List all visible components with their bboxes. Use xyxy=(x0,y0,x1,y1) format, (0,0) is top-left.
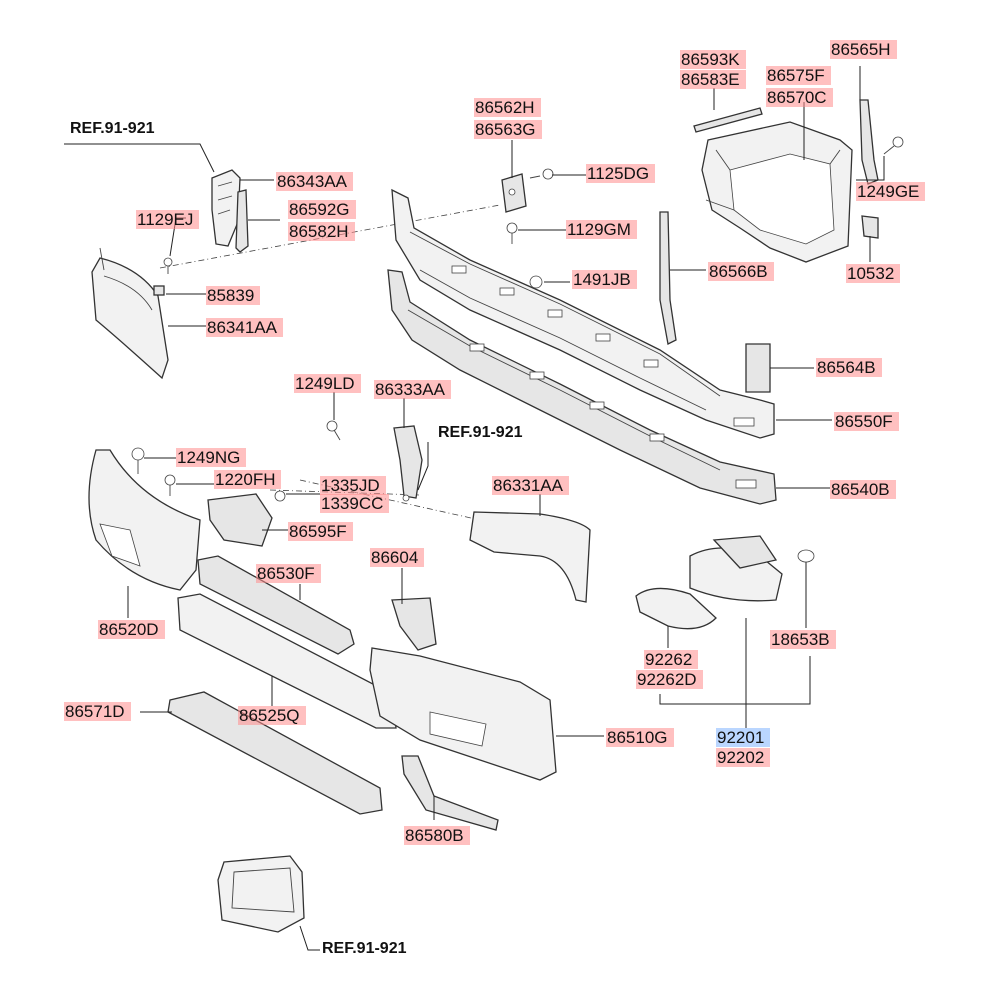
label-86604[interactable]: 86604 xyxy=(370,548,425,567)
label-1249GE[interactable]: 1249GE xyxy=(856,182,926,201)
label-86530F[interactable]: 86530F xyxy=(256,564,321,583)
ref-label-bottom[interactable]: REF.91-921 xyxy=(322,940,407,957)
label-10532[interactable]: 10532 xyxy=(846,264,901,283)
leader-lines xyxy=(64,66,885,951)
label-86550F[interactable]: 86550F xyxy=(834,412,899,431)
bracket-86562H xyxy=(501,173,527,213)
nut-1339CC xyxy=(402,494,410,502)
label-92201[interactable]: 92201 xyxy=(716,728,771,747)
corner-bracket-86343AA xyxy=(211,169,241,247)
beam-86530F xyxy=(197,555,355,655)
support-86333AA xyxy=(393,425,423,499)
label-1129EJ[interactable]: 1129EJ xyxy=(136,210,200,229)
bracket-86580B xyxy=(401,755,499,831)
bracket-strip-86592G xyxy=(235,189,249,253)
label-1220FH[interactable]: 1220FH xyxy=(214,470,282,489)
label-86593K[interactable]: 86593K xyxy=(680,50,746,69)
bolt-1249GE xyxy=(883,136,904,155)
bolt-1249LD xyxy=(326,420,341,441)
grille-86525Q xyxy=(177,593,397,729)
label-92262[interactable]: 92262 xyxy=(644,650,699,669)
label-86583E[interactable]: 86583E xyxy=(680,70,746,89)
label-86343AA[interactable]: 86343AA xyxy=(276,172,353,191)
lower-beam-86540B xyxy=(387,269,777,505)
side-cover-86331AA xyxy=(469,511,591,603)
nut-1335JD xyxy=(274,490,286,502)
bolt-1220FH xyxy=(164,474,176,496)
bracket-86565H xyxy=(859,99,879,185)
label-1125DG[interactable]: 1125DG xyxy=(586,164,656,183)
label-86575F[interactable]: 86575F xyxy=(766,66,831,85)
ref-label-top-left[interactable]: REF.91-921 xyxy=(70,120,155,137)
clip-1491JB xyxy=(529,275,543,289)
screw-1125DG xyxy=(529,168,554,180)
ref-label-center[interactable]: REF.91-921 xyxy=(438,424,523,441)
bulb-18653B xyxy=(797,549,815,563)
bracket-86564B xyxy=(745,343,771,393)
bumper-left-86520D xyxy=(88,449,201,591)
side-cover-86341AA xyxy=(91,247,169,380)
label-86571D[interactable]: 86571D xyxy=(64,702,131,721)
clip-85839 xyxy=(153,285,165,296)
label-86580B[interactable]: 86580B xyxy=(404,826,470,845)
label-86570C[interactable]: 86570C xyxy=(766,88,833,107)
label-1339CC[interactable]: 1339CC xyxy=(320,494,390,513)
label-92262D[interactable]: 92262D xyxy=(636,670,703,689)
label-1335JD[interactable]: 1335JD xyxy=(320,476,386,495)
label-86582H[interactable]: 86582H xyxy=(288,222,355,241)
label-86510G[interactable]: 86510G xyxy=(606,728,674,747)
label-1249LD[interactable]: 1249LD xyxy=(294,374,361,393)
bezel-92262 xyxy=(635,587,717,630)
label-86331AA[interactable]: 86331AA xyxy=(492,476,569,495)
label-86565H[interactable]: 86565H xyxy=(830,40,897,59)
label-86562H[interactable]: 86562H xyxy=(474,98,541,117)
bolt-1129EJ xyxy=(163,257,173,274)
label-1491JB[interactable]: 1491JB xyxy=(572,270,637,289)
label-86566B[interactable]: 86566B xyxy=(708,262,774,281)
label-86341AA[interactable]: 86341AA xyxy=(206,318,283,337)
fog-lamp-92201 xyxy=(689,535,783,602)
label-92202[interactable]: 92202 xyxy=(716,748,771,767)
label-86333AA[interactable]: 86333AA xyxy=(374,380,451,399)
label-86520D[interactable]: 86520D xyxy=(98,620,165,639)
bracket-86604 xyxy=(391,597,437,651)
bumper-right-86510G xyxy=(369,647,557,781)
fog-lamp-ref xyxy=(217,855,305,933)
label-85839[interactable]: 85839 xyxy=(206,286,261,305)
bracket-86595F xyxy=(207,493,273,547)
radiator-support-86570C xyxy=(701,121,853,263)
label-1249NG[interactable]: 1249NG xyxy=(176,448,247,467)
upper-beam-86550F xyxy=(391,188,775,439)
label-86540B[interactable]: 86540B xyxy=(830,480,896,499)
bar-86593K xyxy=(693,107,763,133)
label-86563G[interactable]: 86563G xyxy=(474,120,542,139)
label-18653B[interactable]: 18653B xyxy=(770,630,836,649)
bolt-1249NG xyxy=(131,447,145,474)
stay-86566B xyxy=(659,211,677,345)
label-86592G[interactable]: 86592G xyxy=(288,200,356,219)
label-86595F[interactable]: 86595F xyxy=(288,522,353,541)
bolt-1129GM xyxy=(506,222,518,244)
label-86525Q[interactable]: 86525Q xyxy=(238,706,306,725)
bracket-10532 xyxy=(861,215,879,239)
label-1129GM[interactable]: 1129GM xyxy=(566,220,637,239)
label-86564B[interactable]: 86564B xyxy=(816,358,882,377)
